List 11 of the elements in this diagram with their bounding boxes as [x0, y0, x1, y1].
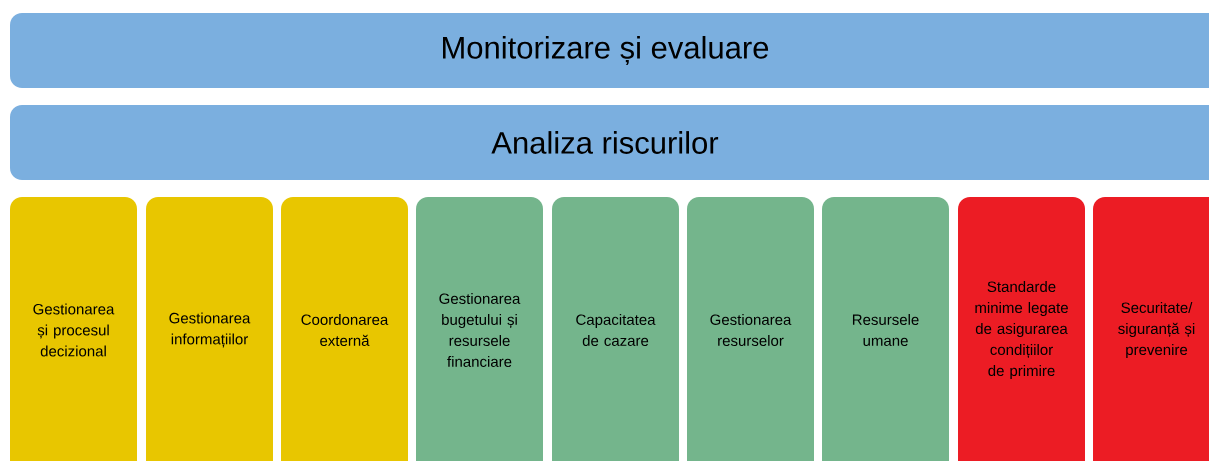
- category-box: Standarde minime legate de asigurarea condițiilor de primire: [958, 197, 1085, 461]
- category-box: Gestionarea și procesul decizional: [10, 197, 137, 461]
- category-box: Securitate/ siguranță și prevenire: [1093, 197, 1209, 461]
- category-box: Gestionarea informațiilor: [146, 197, 273, 461]
- category-box: Resursele umane: [822, 197, 949, 461]
- category-box: Capacitatea de cazare: [552, 197, 679, 461]
- category-box: Coordonarea externă: [281, 197, 408, 461]
- category-box: Gestionarea resurselor: [687, 197, 814, 461]
- band: Analiza riscurilor: [10, 105, 1209, 180]
- category-box: Gestionarea bugetului și resursele financiare: [416, 197, 543, 461]
- band: Monitorizare și evaluare: [10, 13, 1209, 88]
